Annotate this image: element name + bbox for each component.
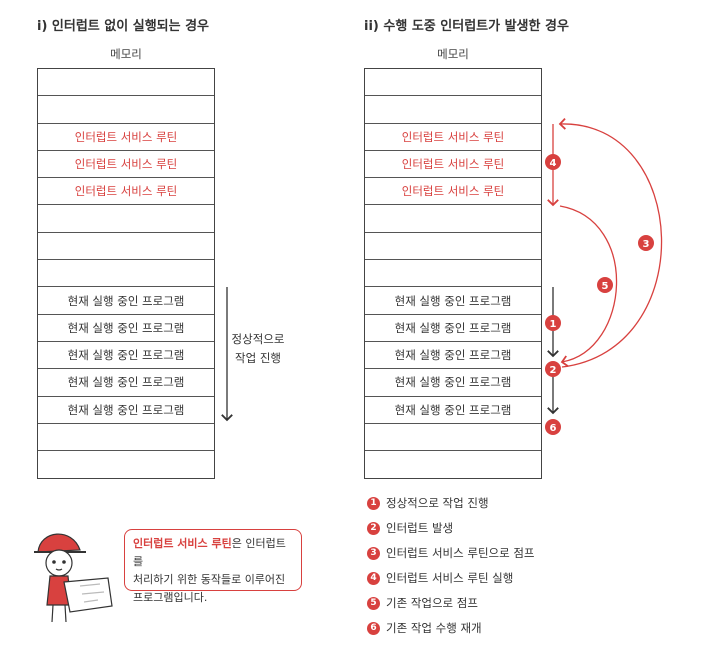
program-cell: 현재 실행 중인 프로그램 <box>365 315 541 342</box>
step-marker-3: 3 <box>638 235 654 251</box>
bubble-line: 프로그램입니다. <box>133 591 208 604</box>
step-marker-4: 4 <box>545 154 561 170</box>
left-progress-note: 정상적으로 작업 진행 <box>222 330 294 368</box>
memory-cell <box>38 424 214 452</box>
svg-text:5: 5 <box>602 281 609 292</box>
memory-cell <box>365 260 541 288</box>
legend-text: 정상적으로 작업 진행 <box>386 496 489 510</box>
program-cell: 현재 실행 중인 프로그램 <box>365 342 541 370</box>
svg-text:4: 4 <box>550 158 557 169</box>
program-cell: 현재 실행 중인 프로그램 <box>38 397 214 424</box>
svg-text:2: 2 <box>550 365 557 376</box>
legend-number: 1 <box>367 496 380 510</box>
legend-item: 1 정상적으로 작업 진행 <box>367 495 489 511</box>
program-cell: 현재 실행 중인 프로그램 <box>38 287 214 315</box>
legend-item: 2 인터럽트 발생 <box>367 520 453 536</box>
memory-cell <box>365 233 541 261</box>
legend-item: 3 인터럽트 서비스 루틴으로 점프 <box>367 545 535 561</box>
isr-cell: 인터럽트 서비스 루틴 <box>38 151 214 179</box>
bubble-text: 은 인터럽트를 <box>133 537 286 568</box>
bubble-line: 인터럽트 서비스 루틴은 인터럽트를 <box>133 535 293 571</box>
memory-cell <box>38 205 214 233</box>
legend-item: 5 기존 작업으로 점프 <box>367 595 478 611</box>
program-cell: 현재 실행 중인 프로그램 <box>365 287 541 315</box>
isr-cell: 인터럽트 서비스 루틴 <box>365 151 541 179</box>
memory-cell <box>365 69 541 97</box>
program-cell: 현재 실행 중인 프로그램 <box>365 369 541 397</box>
program-cell: 현재 실행 중인 프로그램 <box>38 369 214 397</box>
program-cell: 현재 실행 중인 프로그램 <box>38 342 214 370</box>
isr-cell: 인터럽트 서비스 루틴 <box>365 178 541 206</box>
memory-cell <box>38 260 214 288</box>
svg-text:1: 1 <box>550 319 557 330</box>
program-cell: 현재 실행 중인 프로그램 <box>365 397 541 424</box>
memory-cell <box>365 205 541 233</box>
legend-text: 기존 작업 수행 재개 <box>386 621 482 635</box>
isr-cell: 인터럽트 서비스 루틴 <box>38 124 214 151</box>
step-marker-2: 2 <box>545 361 561 377</box>
jump-to-isr-arrow <box>558 118 663 368</box>
info-bubble: 인터럽트 서비스 루틴은 인터럽트를 처리하기 위한 동작들로 이루어진 프로그… <box>124 529 302 604</box>
memory-cell <box>365 96 541 124</box>
isr-cell: 인터럽트 서비스 루틴 <box>365 124 541 151</box>
legend-text: 인터럽트 서비스 루틴으로 점프 <box>386 546 535 560</box>
memory-cell <box>365 424 541 452</box>
svg-text:3: 3 <box>643 239 650 250</box>
left-heading: i) 인터럽트 없이 실행되는 경우 <box>37 19 210 34</box>
step-marker-1: 1 <box>545 315 561 331</box>
legend-text: 인터럽트 서비스 루틴 실행 <box>386 571 514 585</box>
legend-number: 4 <box>367 571 380 585</box>
right-memory-block: 인터럽트 서비스 루틴 인터럽트 서비스 루틴 인터럽트 서비스 루틴 현재 실… <box>364 68 542 480</box>
memory-cell <box>38 69 214 97</box>
legend-item: 4 인터럽트 서비스 루틴 실행 <box>367 570 513 586</box>
left-memory-label: 메모리 <box>110 47 142 61</box>
step-marker-6: 6 <box>545 419 561 435</box>
right-memory-label: 메모리 <box>437 47 469 61</box>
bubble-highlight: 인터럽트 서비스 루틴 <box>133 537 232 550</box>
jump-back-arrow <box>559 205 618 367</box>
legend-text: 기존 작업으로 점프 <box>386 596 478 610</box>
bubble-line: 처리하기 위한 동작들로 이루어진 <box>133 573 286 586</box>
left-memory-block: 인터럽트 서비스 루틴 인터럽트 서비스 루틴 인터럽트 서비스 루틴 현재 실… <box>37 68 215 480</box>
legend-number: 2 <box>367 521 380 535</box>
legend-number: 3 <box>367 546 380 560</box>
isr-cell: 인터럽트 서비스 루틴 <box>38 178 214 206</box>
note-line: 정상적으로 <box>231 332 285 346</box>
helmet-character-icon <box>34 533 113 623</box>
legend-number: 6 <box>367 621 380 635</box>
step-marker-5: 5 <box>597 277 613 293</box>
legend-text: 인터럽트 발생 <box>386 521 454 535</box>
legend-number: 5 <box>367 596 380 610</box>
memory-cell <box>38 96 214 124</box>
right-heading: ii) 수행 도중 인터럽트가 발생한 경우 <box>364 19 569 34</box>
svg-text:6: 6 <box>550 423 557 434</box>
program-cell: 현재 실행 중인 프로그램 <box>38 315 214 342</box>
legend-item: 6 기존 작업 수행 재개 <box>367 620 482 636</box>
memory-cell <box>38 233 214 261</box>
note-line: 작업 진행 <box>235 351 281 365</box>
